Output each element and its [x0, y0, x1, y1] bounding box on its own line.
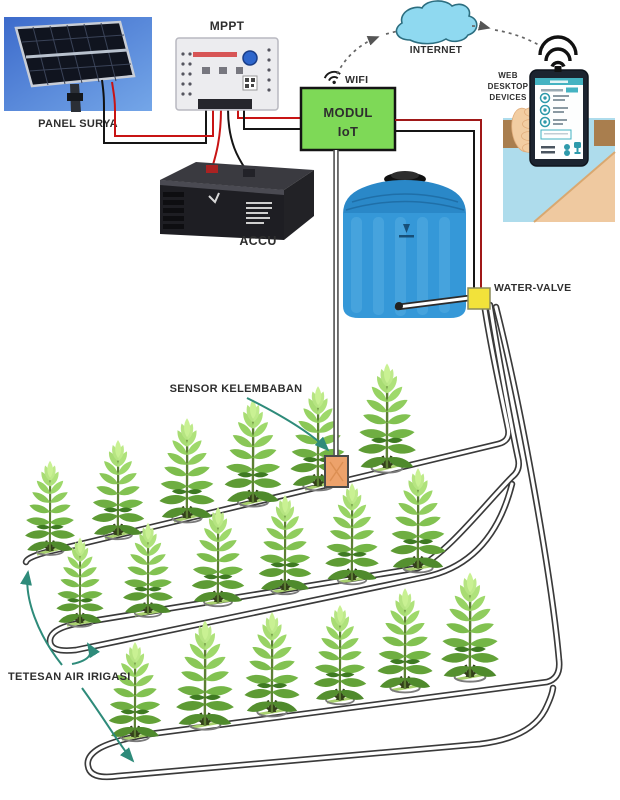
drip-arrow-row2	[71, 642, 100, 665]
devices-label-line3: DEVICES	[489, 93, 527, 102]
modul-iot-label-line2: IoT	[338, 124, 358, 139]
wifi-label: WIFI	[345, 74, 368, 86]
plant	[325, 483, 379, 584]
internet-label: INTERNET	[410, 45, 462, 56]
phone-wifi-icon	[538, 35, 578, 72]
devices-label-line1: WEB	[498, 71, 518, 80]
modul-iot-label-line1: MODUL	[323, 105, 372, 120]
smartphone	[529, 69, 589, 167]
valve-wires	[395, 119, 482, 289]
wifi-icon	[323, 70, 341, 85]
plant	[224, 399, 282, 506]
drip-arrow-row3	[81, 687, 135, 763]
tank-logo	[399, 224, 414, 238]
drip-point	[134, 609, 162, 617]
irrigation-line-row2	[46, 301, 522, 654]
devices-label-line2: DESKTOP	[488, 82, 529, 91]
plant	[358, 364, 417, 473]
internet-cloud: INTERNET	[395, 0, 478, 56]
plant	[441, 573, 500, 682]
mppt-controller	[175, 37, 279, 111]
mppt-label: MPPT	[210, 19, 245, 33]
plant	[313, 605, 366, 704]
battery	[160, 162, 314, 240]
plant	[258, 495, 311, 594]
plant	[377, 588, 433, 692]
solar-panel-photo	[4, 17, 152, 112]
water-valve	[467, 287, 491, 310]
sensor-arrow	[246, 397, 330, 452]
drip-arrow-row1	[20, 570, 63, 666]
panel-surya-label: PANEL SURYA	[38, 118, 118, 130]
uplink-dashed-arrow	[336, 30, 399, 75]
irrigation-line-row1	[22, 299, 512, 566]
modul-iot-rect	[299, 86, 397, 152]
tank-outlet-pipe	[394, 294, 473, 311]
plants-layer	[25, 364, 500, 742]
plant	[244, 612, 300, 716]
plant	[159, 418, 215, 522]
modul-iot-box: MODUL IoT	[299, 86, 397, 152]
annotation-arrows	[20, 397, 330, 763]
plant	[191, 507, 244, 606]
sensor-label: SENSOR KELEMBABAN	[170, 383, 303, 395]
water-tank	[343, 171, 466, 318]
drip-label: TETESAN AIR IRIGASI	[8, 671, 131, 683]
trophy-icon	[574, 142, 581, 154]
downlink-dashed-arrow	[471, 20, 547, 50]
water-valve-label: WATER-VALVE	[494, 282, 571, 294]
irrigation-tubes	[22, 299, 563, 781]
accu-label: ACCU	[239, 234, 276, 248]
plant	[25, 461, 76, 555]
plant	[108, 642, 161, 741]
plant	[176, 621, 235, 730]
devices-illustration	[503, 35, 616, 223]
plant	[91, 440, 144, 539]
